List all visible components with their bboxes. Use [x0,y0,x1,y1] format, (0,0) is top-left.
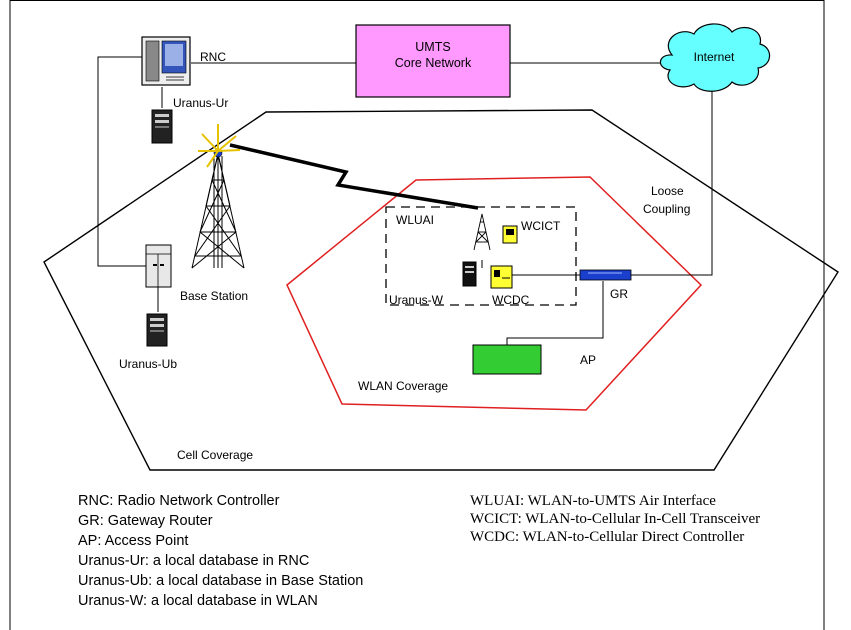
wlan-equipment-box [385,206,577,306]
legend-left-item: Uranus-Ub: a local database in Base Stat… [78,573,363,589]
legend-right-item: WLUAI: WLAN-to-UMTS Air Interface [470,493,716,509]
wcict-transceiver-icon [502,225,518,244]
gr-ap-link [506,281,604,345]
internet-gr-link [631,90,713,276]
loose-coupling-label-line1: Loose [651,184,684,198]
uranus-ub-database-icon [146,313,168,347]
uranus-ub-label: Uranus-Ub [119,357,177,371]
connections [97,56,713,345]
wireless-link-lightning [229,143,479,210]
legend-left-item: GR: Gateway Router [78,513,213,529]
rnc-base-link [97,56,146,267]
wcict-label: WCICT [521,219,561,233]
wlan-coverage-label: WLAN Coverage [358,379,448,393]
signal-burst-icon [198,124,241,168]
uranus-ur-label: Uranus-Ur [173,96,228,110]
base-station-cabinet-icon [145,244,172,288]
gr-label: GR [610,287,628,301]
wluai-label: WLUAI [396,213,434,227]
wcdc-label: WCDC [492,293,530,307]
cell-coverage-region [43,109,839,471]
legend-left-item: RNC: Radio Network Controller [78,493,280,509]
loose-coupling-label-line2: Coupling [643,202,690,216]
gateway-router-icon [579,269,632,281]
legend-left-item: Uranus-Ur: a local database in RNC [78,553,309,569]
wcdc-controller-icon [490,265,513,289]
umts-core-network-box [355,24,511,98]
core-label-line2: Core Network [395,56,472,70]
legend-right-item: WCDC: WLAN-to-Cellular Direct Controller [470,529,744,545]
legend-right-item: WCICT: WLAN-to-Cellular In-Cell Transcei… [470,511,760,527]
uranus-ur-database-icon [151,109,173,144]
legend-left: RNC: Radio Network Controller GR: Gatewa… [78,493,363,609]
legend-left-item: Uranus-W: a local database in WLAN [78,593,318,609]
uranus-w-label: Uranus-W [389,293,444,307]
wluai-tower-icon [473,213,491,251]
rnc-label: RNC [200,50,226,64]
rnc-icon [141,36,191,86]
internet-label: Internet [694,50,735,64]
uranus-w-database-icon [462,261,477,287]
ap-label: AP [580,353,596,367]
core-label-line1: UMTS [415,40,450,54]
access-point-box [472,344,542,375]
base-station-label: Base Station [180,289,248,303]
base-station-tower-icon [191,153,245,269]
cell-coverage-label: Cell Coverage [177,448,253,462]
legend-right: WLUAI: WLAN-to-UMTS Air Interface WCICT:… [470,493,760,545]
legend-left-item: AP: Access Point [78,533,188,549]
internet-cloud-icon [659,23,771,92]
wlan-coverage-region [286,176,703,411]
